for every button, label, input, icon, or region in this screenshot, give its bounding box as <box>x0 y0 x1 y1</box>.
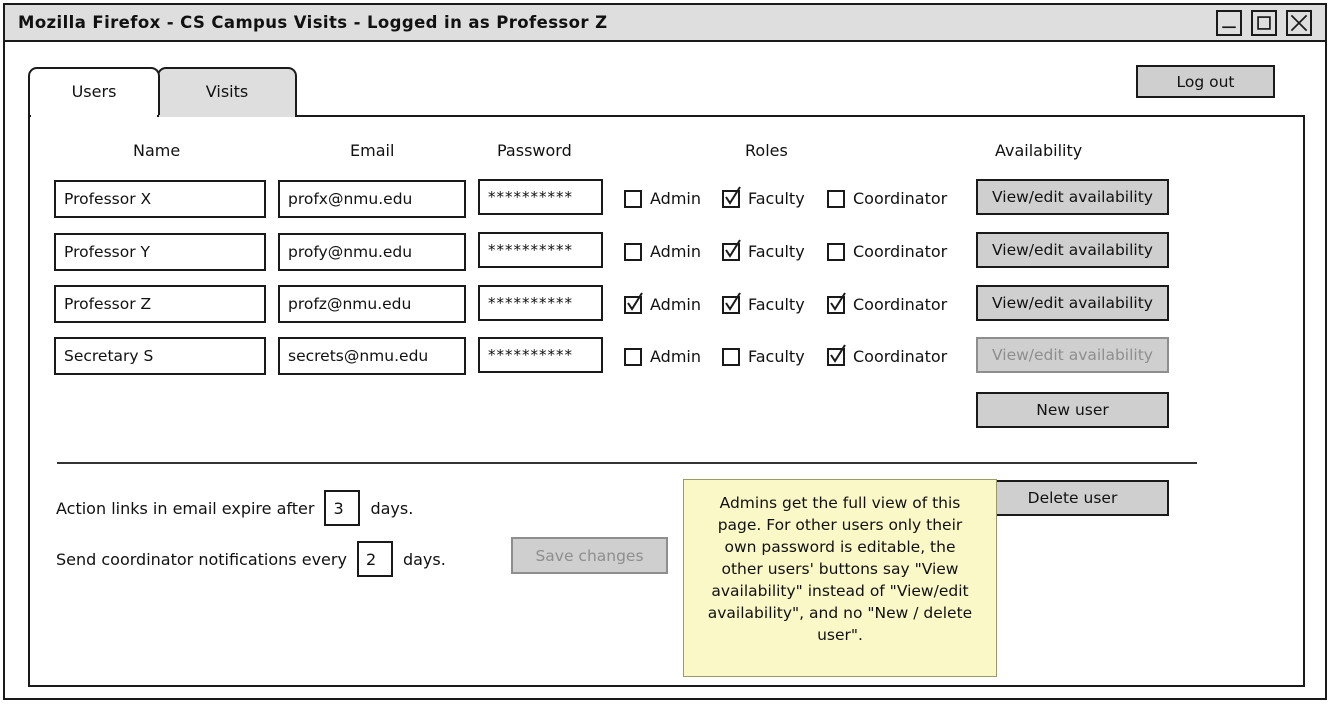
checkbox-coordinator[interactable]: Coordinator <box>827 189 947 208</box>
availability-button[interactable]: View/edit availability <box>976 232 1169 268</box>
checkbox-box <box>827 242 845 261</box>
save-changes-button: Save changes <box>511 537 668 574</box>
title-bar: Mozilla Firefox - CS Campus Visits - Log… <box>5 5 1325 42</box>
close-icon[interactable] <box>1286 10 1312 36</box>
checkbox-admin[interactable]: Admin <box>624 189 701 208</box>
checkbox-box <box>827 189 845 208</box>
window-title: Mozilla Firefox - CS Campus Visits - Log… <box>18 13 608 32</box>
tab-users-label: Users <box>71 82 117 101</box>
checkbox-box <box>624 347 642 366</box>
checkbox-box <box>827 343 846 366</box>
column-header-email: Email <box>350 141 395 160</box>
notify-label-prefix: Send coordinator notifications every <box>56 549 347 569</box>
availability-button[interactable]: View/edit availability <box>976 179 1169 215</box>
email-input[interactable]: profz@nmu.edu <box>278 285 466 323</box>
new-user-button[interactable]: New user <box>976 392 1169 428</box>
checkbox-coordinator[interactable]: Coordinator <box>827 242 947 261</box>
column-header-password: Password <box>497 141 572 160</box>
checkbox-label: Admin <box>650 295 701 314</box>
checkbox-box <box>722 291 741 314</box>
name-input[interactable]: Professor Y <box>54 233 266 271</box>
checkbox-box <box>722 185 741 208</box>
checkbox-coordinator[interactable]: Coordinator <box>827 291 948 314</box>
active-tab-connector <box>31 113 157 119</box>
checkbox-box <box>624 189 642 208</box>
password-input[interactable]: ********** <box>478 179 603 215</box>
checkbox-box <box>722 238 741 261</box>
checkbox-admin[interactable]: Admin <box>624 291 701 314</box>
checkbox-box <box>722 347 740 366</box>
notify-days-input[interactable]: 2 <box>356 541 393 577</box>
expire-days-input[interactable]: 3 <box>324 490 361 526</box>
sticky-note-text: Admins get the full view of this page. F… <box>707 494 973 644</box>
checkbox-admin[interactable]: Admin <box>624 242 701 261</box>
checkbox-label: Admin <box>650 242 701 261</box>
name-input[interactable]: Professor Z <box>54 285 266 323</box>
checkbox-box <box>827 291 846 314</box>
notify-setting-row: Send coordinator notifications every 2 d… <box>56 541 446 577</box>
checkbox-label: Coordinator <box>853 189 948 208</box>
checkbox-admin[interactable]: Admin <box>624 347 701 366</box>
checkbox-box <box>624 291 643 314</box>
checkbox-label: Admin <box>650 347 701 366</box>
availability-button[interactable]: View/edit availability <box>976 285 1169 321</box>
checkbox-label: Faculty <box>748 189 805 208</box>
name-input[interactable]: Secretary S <box>54 337 266 375</box>
checkbox-label: Admin <box>650 189 701 208</box>
check-icon <box>725 185 741 205</box>
password-input[interactable]: ********** <box>478 232 603 268</box>
delete-user-button[interactable]: Delete user <box>976 480 1169 516</box>
availability-button-disabled: View/edit availability <box>976 337 1169 373</box>
section-divider <box>57 462 1197 464</box>
check-icon <box>830 291 846 311</box>
email-input[interactable]: profx@nmu.edu <box>278 180 466 218</box>
expire-setting-row: Action links in email expire after 3 day… <box>56 490 413 526</box>
check-icon <box>627 291 643 311</box>
checkbox-label: Faculty <box>748 242 805 261</box>
check-icon <box>830 343 846 363</box>
maximize-icon[interactable] <box>1251 10 1277 36</box>
column-header-name: Name <box>133 141 181 160</box>
expire-label-suffix: days. <box>370 498 414 518</box>
checkbox-faculty[interactable]: Faculty <box>722 291 805 314</box>
expire-label-prefix: Action links in email expire after <box>56 498 315 518</box>
password-input[interactable]: ********** <box>478 337 603 373</box>
checkbox-label: Faculty <box>748 347 805 366</box>
checkbox-faculty[interactable]: Faculty <box>722 347 805 366</box>
email-input[interactable]: secrets@nmu.edu <box>278 337 466 375</box>
checkbox-faculty[interactable]: Faculty <box>722 238 805 261</box>
tab-visits[interactable]: Visits <box>157 67 297 117</box>
password-input[interactable]: ********** <box>478 285 603 321</box>
email-input[interactable]: profy@nmu.edu <box>278 233 466 271</box>
users-panel: Name Email Password Roles Availability P… <box>28 115 1305 687</box>
checkbox-label: Faculty <box>748 295 805 314</box>
column-header-roles: Roles <box>745 141 788 160</box>
browser-window: Mozilla Firefox - CS Campus Visits - Log… <box>3 3 1327 700</box>
checkbox-label: Coordinator <box>853 295 948 314</box>
checkbox-coordinator[interactable]: Coordinator <box>827 343 948 366</box>
column-header-availability: Availability <box>995 141 1083 160</box>
minimize-icon[interactable] <box>1216 10 1242 36</box>
check-icon <box>725 238 741 258</box>
check-icon <box>725 291 741 311</box>
checkbox-label: Coordinator <box>853 347 948 366</box>
checkbox-box <box>624 242 642 261</box>
notify-label-suffix: days. <box>402 549 446 569</box>
logout-button[interactable]: Log out <box>1136 65 1275 98</box>
checkbox-label: Coordinator <box>853 242 948 261</box>
checkbox-faculty[interactable]: Faculty <box>722 185 805 208</box>
tab-visits-label: Visits <box>205 82 249 101</box>
tab-users[interactable]: Users <box>28 67 160 115</box>
sticky-note: Admins get the full view of this page. F… <box>683 479 997 677</box>
name-input[interactable]: Professor X <box>54 180 266 218</box>
